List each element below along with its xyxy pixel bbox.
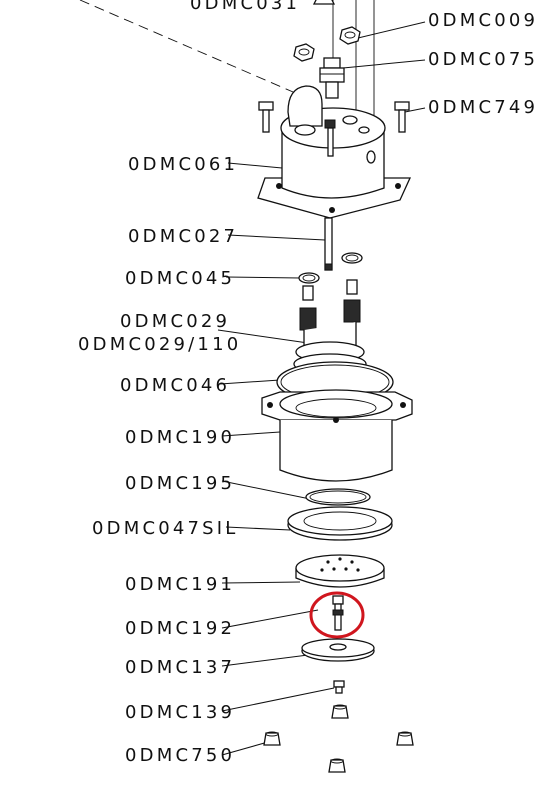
part-0dmc045-orings (298, 252, 363, 284)
part-0dmc750-nut-bottom (328, 758, 346, 773)
label-0dmc192: 0DMC192 (125, 618, 235, 639)
part-0dmc750-nut-left (263, 731, 281, 746)
label-0dmc137: 0DMC137 (125, 657, 235, 678)
label-0dmc046: 0DMC046 (120, 375, 230, 396)
part-0dmc195-oring (305, 488, 371, 506)
label-0dmc047sil: 0DMC047SIL (92, 518, 239, 539)
part-0dmc137-diffuser (301, 638, 375, 662)
label-0dmc191: 0DMC191 (125, 574, 235, 595)
label-0dmc029: 0DMC029 (120, 311, 230, 332)
part-0dmc749-screw-right (394, 101, 410, 133)
label-0dmc045: 0DMC045 (125, 268, 235, 289)
part-0dmc750-nut-right (396, 731, 414, 746)
part-0dmc061-cover (257, 85, 412, 219)
part-0dmc190-boiler (261, 389, 413, 482)
label-0dmc027: 0DMC027 (128, 226, 238, 247)
label-0dmc029-110: 0DMC029/110 (78, 334, 241, 355)
label-0dmc031: 0DMC031 (190, 0, 300, 14)
part-nut-left (293, 43, 315, 62)
label-0dmc075: 0DMC075 (428, 49, 537, 70)
part-0dmc192-screw (332, 595, 344, 631)
part-0dmc047sil-gasket (287, 506, 393, 541)
part-screw-left (258, 101, 274, 133)
part-0dmc139-screw (333, 680, 345, 694)
part-0dmc027-rod (324, 217, 333, 271)
assembly-axis-lines (79, 0, 375, 115)
label-0dmc190: 0DMC190 (125, 427, 235, 448)
label-0dmc061: 0DMC061 (128, 154, 238, 175)
part-0dmc031-nut (312, 0, 336, 5)
part-0dmc191-shower-plate (295, 554, 385, 588)
label-0dmc750: 0DMC750 (125, 745, 235, 766)
label-0dmc139: 0DMC139 (125, 702, 235, 723)
label-0dmc749: 0DMC749 (428, 97, 537, 118)
label-0dmc195: 0DMC195 (125, 473, 235, 494)
label-0dmc009: 0DMC009 (428, 10, 537, 31)
highlight-circle (309, 591, 365, 639)
part-0dmc009-nut (339, 26, 361, 45)
part-0dmc750-nut-center (331, 704, 349, 719)
part-0dmc075-fitting (319, 57, 345, 99)
leader-lines (217, 21, 426, 756)
